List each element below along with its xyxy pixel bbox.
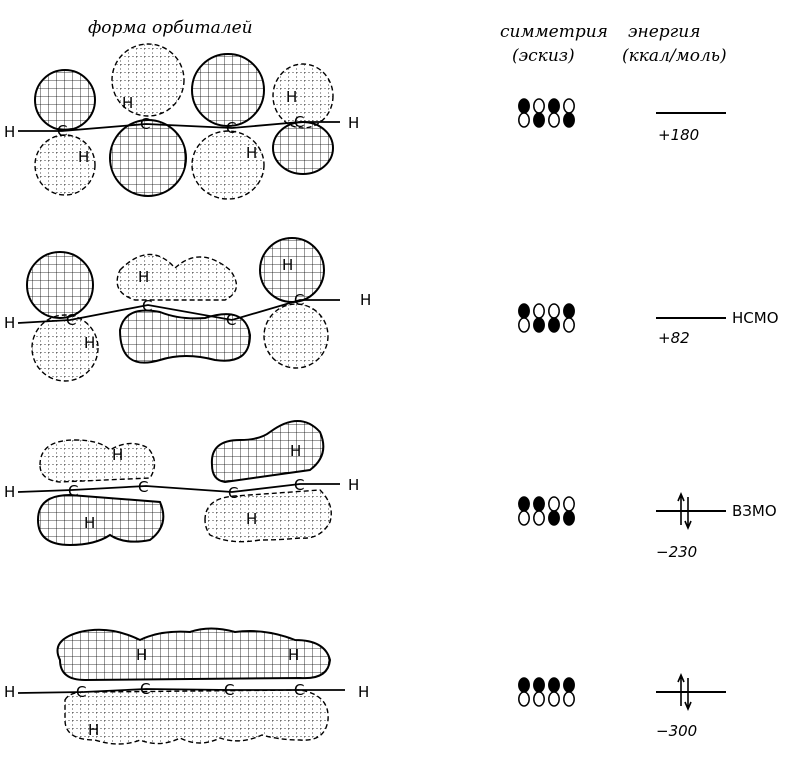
energy-levels: +180 +82 НСМО −230 ВЗМО −300 [656, 112, 779, 740]
carbon-atom-label: C [142, 297, 152, 315]
symmetry-header: симметрия [500, 22, 608, 42]
energy-header: энергия [628, 22, 701, 42]
electron-pairs [677, 491, 692, 712]
carbon-atom-label: C [226, 119, 236, 137]
bond-skeleton-row-2 [17, 299, 340, 324]
lobes-row-2 [26, 237, 329, 382]
carbon-atom-label: C [140, 680, 150, 698]
p-orbital-sketch [548, 98, 560, 128]
lumo-label: НСМО [732, 309, 779, 327]
energy-value: +82 [658, 329, 690, 347]
hydrogen-atom-label: H [78, 148, 89, 166]
bond-skeleton-row-3 [17, 483, 340, 493]
carbon-atom-label: C [294, 113, 304, 131]
molecule-row-2: C C C C H H H H H [4, 237, 371, 382]
lobes-row-3 [36, 420, 332, 547]
hydrogen-atom-label: H [290, 442, 301, 460]
bond-skeleton-row-1 [18, 121, 340, 132]
carbon-atom-label: C [228, 484, 238, 502]
lobes-row-1 [34, 43, 334, 200]
p-orbital-sketch [533, 98, 545, 128]
electron-pair-arrows [677, 672, 692, 712]
hydrogen-atom-label: H [136, 646, 147, 664]
carbon-atom-label: C [224, 681, 234, 699]
carbon-atom-label: C [138, 478, 148, 496]
hydrogen-atom-label: H [4, 123, 15, 141]
p-orbital-sketch [563, 677, 575, 707]
molecule-row-4: C C C C H H H H H [4, 627, 369, 745]
carbon-atom-label: C [226, 311, 236, 329]
carbon-atom-label: C [294, 476, 304, 494]
hydrogen-atom-label: H [122, 94, 133, 112]
lobes-row-4 [56, 627, 332, 745]
p-orbital-sketch [548, 496, 560, 526]
p-orbital-sketch [533, 496, 545, 526]
molecule-row-1: C C C C H H H H H H [4, 43, 359, 200]
p-orbital-sketch [563, 303, 575, 333]
hydrogen-atom-label: H [282, 256, 293, 274]
electron-pair-arrows [677, 491, 692, 531]
p-orbital-sketch [518, 303, 530, 333]
p-orbital-sketch [548, 677, 560, 707]
p-orbital-sketch [533, 303, 545, 333]
symmetry-sketches [518, 98, 575, 707]
p-orbital-sketch [518, 677, 530, 707]
hydrogen-atom-label: H [288, 646, 299, 664]
hydrogen-atom-label: H [360, 291, 371, 309]
hydrogen-atom-label: H [286, 88, 297, 106]
symmetry-subheader: (эскиз) [512, 46, 575, 66]
hydrogen-atom-label: H [88, 721, 99, 739]
bond-skeleton-row-4 [17, 688, 345, 694]
hydrogen-atom-label: H [246, 144, 257, 162]
carbon-atom-label: C [294, 291, 304, 309]
carbon-atom-label: C [76, 683, 86, 701]
p-orbital-sketch [518, 496, 530, 526]
p-orbital-sketch [518, 98, 530, 128]
hydrogen-atom-label: H [358, 683, 369, 701]
carbon-atom-label: C [66, 311, 76, 329]
p-orbital-sketch [563, 98, 575, 128]
hydrogen-atom-label: H [84, 514, 95, 532]
orbital-shape-header: форма орбиталей [88, 18, 253, 38]
carbon-atom-label: C [57, 122, 67, 140]
p-orbital-sketch [533, 677, 545, 707]
hydrogen-atom-label: H [4, 483, 15, 501]
molecule-row-3: C C C C H H H H H H [4, 420, 359, 547]
hydrogen-atom-label: H [138, 268, 149, 286]
hydrogen-atom-label: H [348, 476, 359, 494]
hydrogen-atom-label: H [4, 314, 15, 332]
carbon-atom-label: C [68, 482, 78, 500]
energy-value: +180 [658, 126, 699, 144]
p-orbital-sketch [548, 303, 560, 333]
hydrogen-atom-label: H [4, 683, 15, 701]
hydrogen-atom-label: H [112, 446, 123, 464]
carbon-atom-label: C [140, 115, 150, 133]
energy-value: −300 [656, 722, 697, 740]
energy-subheader: (ккал/моль) [622, 46, 727, 66]
hydrogen-atom-label: H [84, 334, 95, 352]
carbon-atom-label: C [294, 681, 304, 699]
hydrogen-atom-label: H [246, 510, 257, 528]
energy-value: −230 [656, 543, 697, 561]
homo-label: ВЗМО [732, 502, 777, 520]
p-orbital-sketch [563, 496, 575, 526]
hydrogen-atom-label: H [348, 114, 359, 132]
